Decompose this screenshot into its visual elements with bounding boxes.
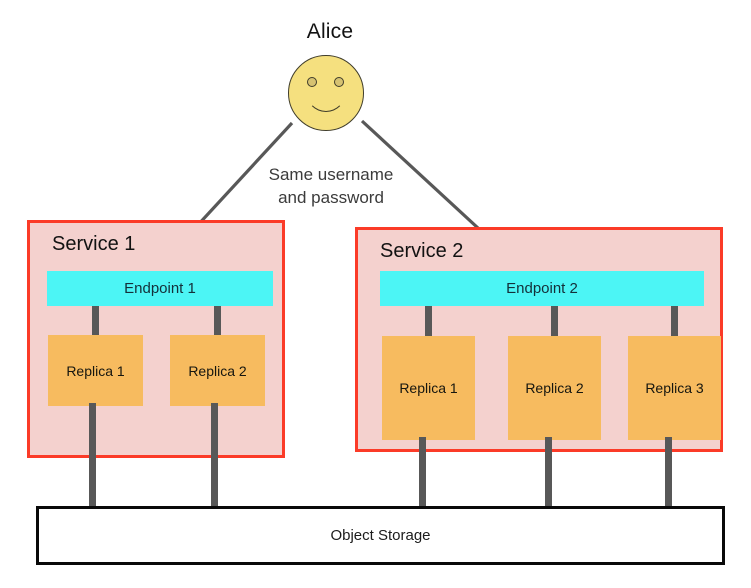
- service-2-replica-1[interactable]: Replica 1: [382, 336, 475, 440]
- service-2-replica-2[interactable]: Replica 2: [508, 336, 601, 440]
- connector-endpoint1-replica1: [92, 306, 99, 336]
- connector-s1-replica2-storage: [211, 403, 218, 509]
- service-1-endpoint[interactable]: Endpoint 1: [47, 271, 273, 306]
- service-1-replica-2[interactable]: Replica 2: [170, 335, 265, 406]
- smiley-eye-right-icon: [334, 77, 344, 87]
- actor-label-alice: Alice: [306, 20, 354, 43]
- smiley-eye-left-icon: [307, 77, 317, 87]
- flow-caption-line-2: and password: [278, 188, 384, 207]
- service-2-endpoint[interactable]: Endpoint 2: [380, 271, 704, 306]
- service-2-container[interactable]: Service 2 Endpoint 2 Replica 1 Replica 2…: [355, 227, 723, 452]
- service-2-replica-3[interactable]: Replica 3: [628, 336, 721, 440]
- object-storage-box[interactable]: Object Storage: [36, 506, 725, 565]
- service-1-container[interactable]: Service 1 Endpoint 1 Replica 1 Replica 2: [27, 220, 285, 458]
- connector-endpoint2-replica3: [671, 306, 678, 337]
- connector-s2-replica3-storage: [665, 437, 672, 509]
- connector-endpoint2-replica2: [551, 306, 558, 337]
- connector-s1-replica1-storage: [89, 403, 96, 509]
- connector-s2-replica2-storage: [545, 437, 552, 509]
- smiley-face-icon: [288, 55, 364, 131]
- connector-s2-replica1-storage: [419, 437, 426, 509]
- connector-endpoint1-replica2: [214, 306, 221, 336]
- service-1-replica-1[interactable]: Replica 1: [48, 335, 143, 406]
- flow-caption: Same username and password: [236, 163, 426, 209]
- connector-endpoint2-replica1: [425, 306, 432, 337]
- service-1-title: Service 1: [52, 233, 136, 255]
- service-2-title: Service 2: [380, 240, 464, 262]
- flow-caption-line-1: Same username: [268, 165, 394, 184]
- smiley-mouth-icon: [306, 90, 346, 112]
